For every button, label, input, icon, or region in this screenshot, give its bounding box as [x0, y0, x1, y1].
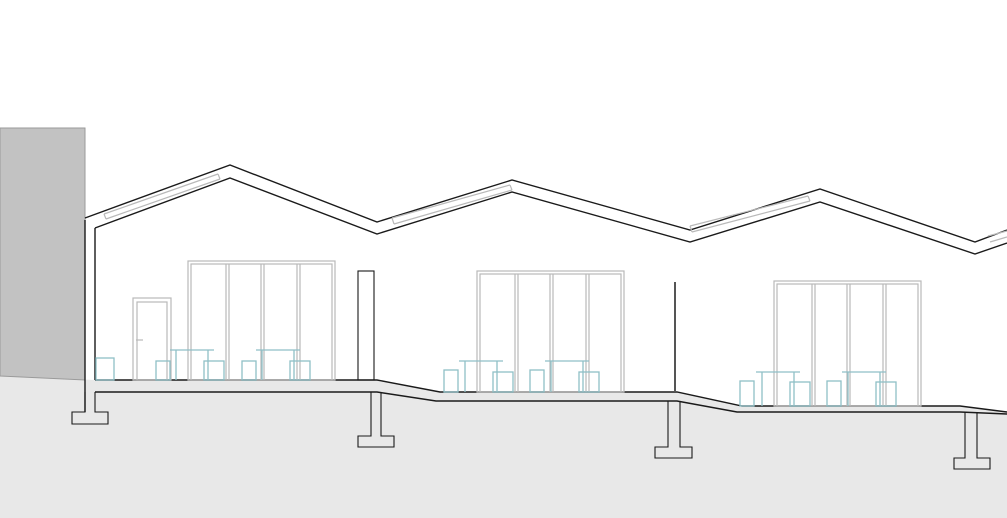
table — [170, 349, 214, 380]
curtain-wall-glazing — [773, 280, 922, 407]
rooflight — [103, 173, 221, 220]
stool — [289, 360, 311, 381]
floor-slab-top — [95, 379, 1007, 413]
table — [842, 371, 886, 406]
floor-slab-bottom — [95, 391, 1007, 415]
table — [756, 371, 800, 406]
rooflight — [391, 184, 513, 225]
roof-inner — [94, 177, 1007, 255]
rooflights — [103, 173, 1007, 243]
stool — [789, 381, 811, 407]
stool — [443, 369, 459, 393]
footing — [71, 392, 109, 425]
stool — [875, 381, 897, 407]
furniture-bay-1 — [95, 349, 311, 381]
furniture-bay-3 — [739, 371, 897, 407]
stool — [492, 371, 514, 393]
stool — [826, 380, 842, 407]
stool — [578, 371, 600, 393]
footing — [654, 401, 693, 459]
stool — [241, 360, 257, 381]
door — [132, 297, 172, 381]
neighbouring-building — [0, 127, 86, 381]
table — [545, 360, 589, 392]
stool — [95, 357, 115, 381]
rooflight — [689, 195, 811, 233]
furniture-bay-2 — [443, 360, 600, 393]
stool — [529, 369, 545, 393]
rooflight — [987, 230, 1007, 243]
footings — [71, 392, 991, 470]
footing — [357, 392, 395, 448]
table — [459, 360, 503, 392]
ground-mass — [0, 376, 1007, 518]
table — [256, 349, 300, 380]
stool — [203, 360, 225, 381]
footing — [953, 412, 991, 470]
stool — [155, 360, 171, 381]
stool — [739, 380, 755, 407]
column — [357, 270, 375, 381]
roof-outer — [84, 164, 1007, 243]
